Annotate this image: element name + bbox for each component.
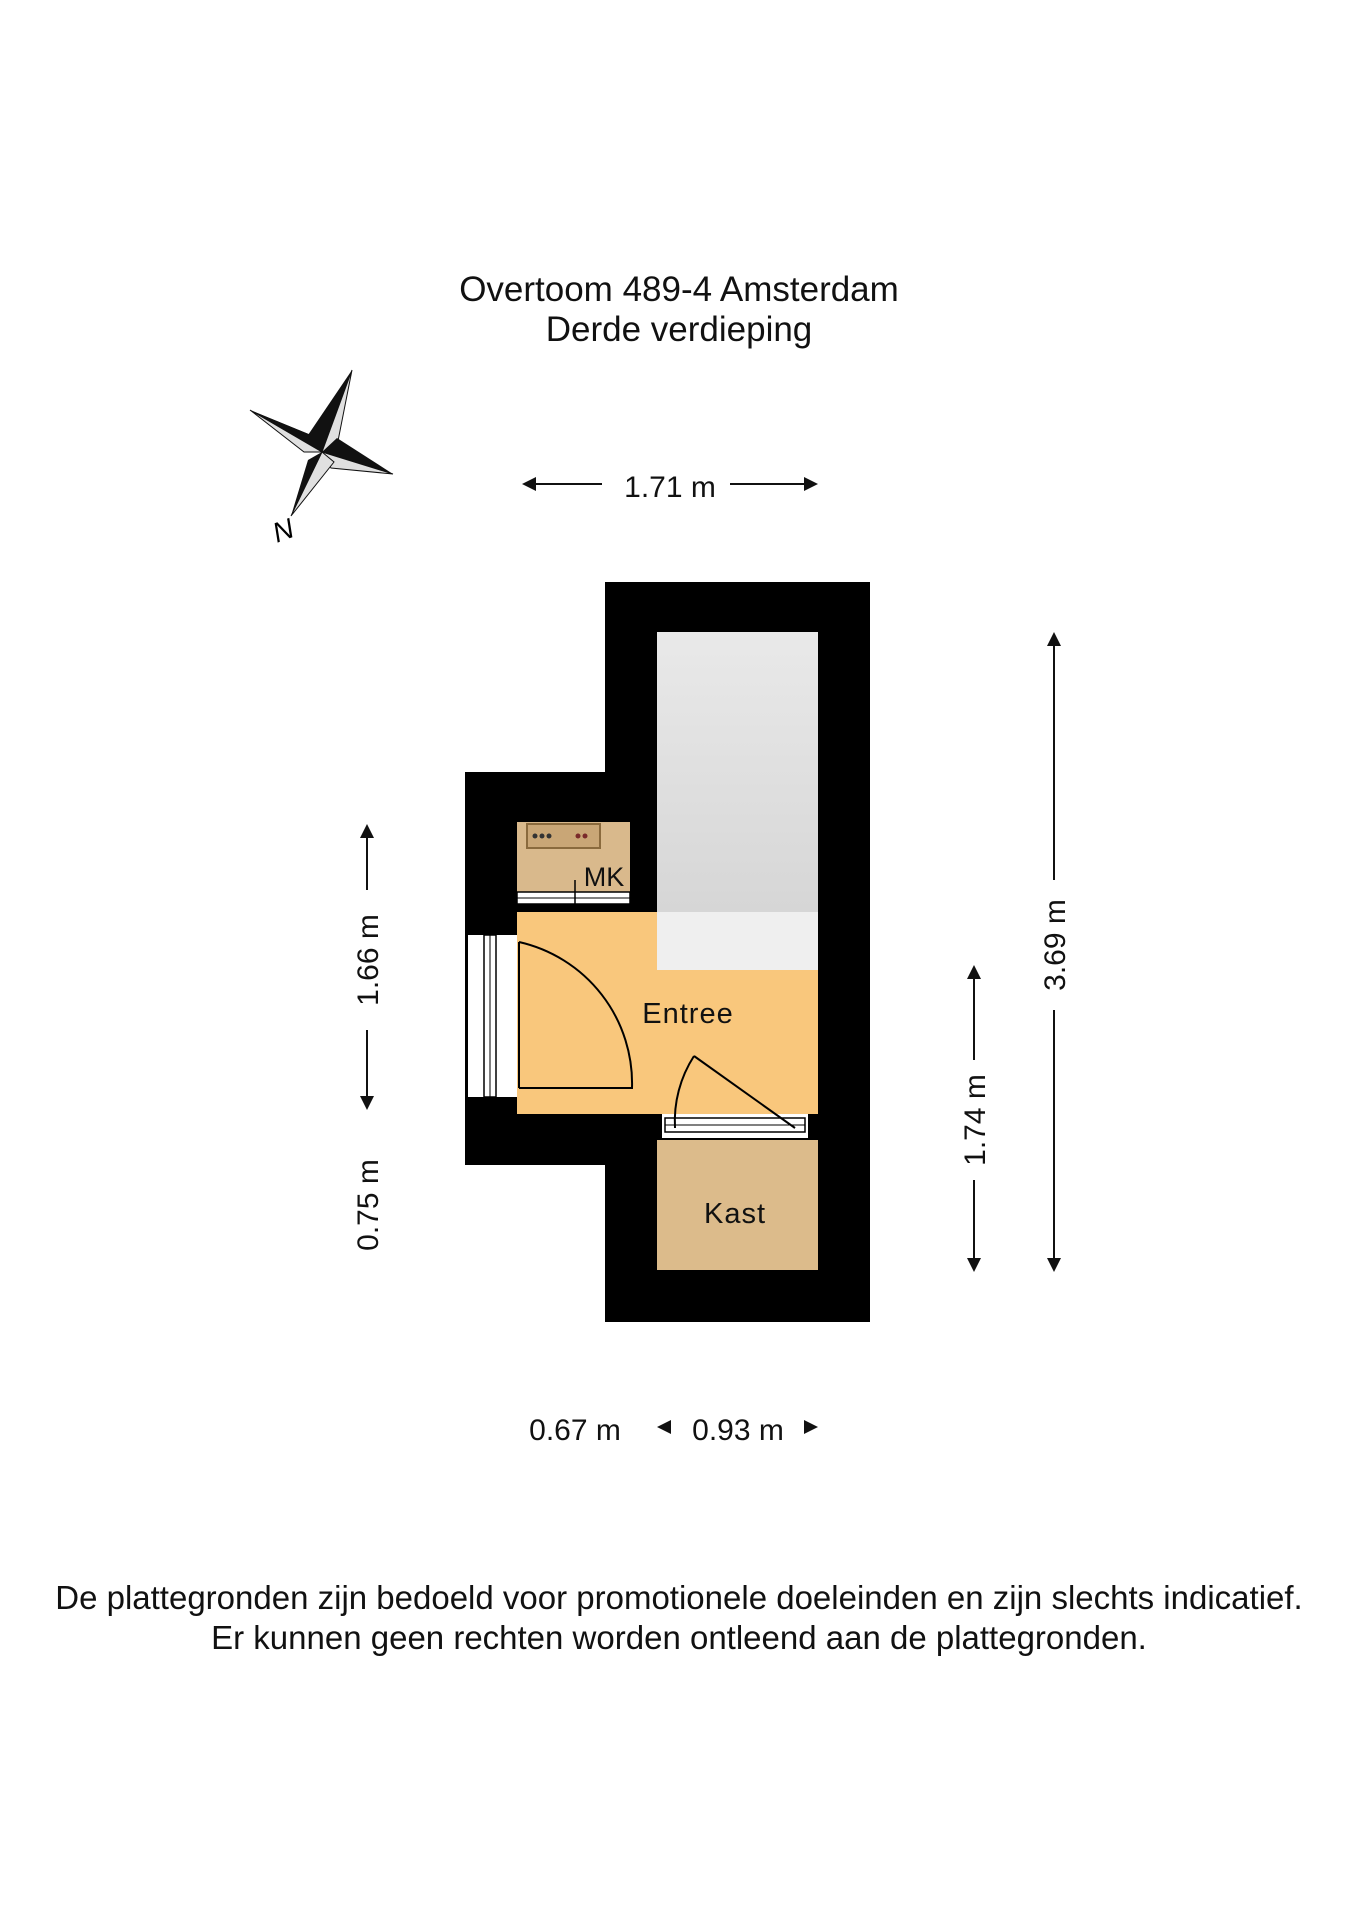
- stair: [657, 632, 818, 912]
- dim-left-lower-label: 0.75 m: [352, 1159, 385, 1251]
- dim-right-outer: [1047, 632, 1061, 1272]
- dim-bottom: [657, 1420, 818, 1434]
- dim-right-outer-label: 3.69 m: [1039, 899, 1072, 991]
- compass-north-label: N: [268, 512, 298, 548]
- dim-top-width-label: 1.71 m: [624, 471, 716, 504]
- disclaimer-line-2: Er kunnen geen rechten worden ontleend a…: [211, 1619, 1147, 1656]
- meter-box: [526, 823, 601, 849]
- stair-landing: [657, 912, 818, 970]
- dim-bottom-left-label: 0.67 m: [529, 1414, 621, 1447]
- kast-label: Kast: [704, 1198, 766, 1230]
- kast-room: [657, 1140, 818, 1270]
- address-title: Overtoom 489-4 Amsterdam: [459, 270, 899, 309]
- dim-right-inner-label: 1.74 m: [959, 1074, 992, 1166]
- disclaimer-line-1: De plattegronden zijn bedoeld voor promo…: [55, 1579, 1303, 1616]
- dim-top-width: [522, 477, 818, 491]
- entree-room: [517, 912, 818, 1114]
- mk-label: MK: [584, 862, 625, 892]
- entree-label: Entree: [642, 998, 733, 1030]
- dim-right-inner: [967, 965, 981, 1272]
- floor-subtitle: Derde verdieping: [545, 310, 813, 349]
- dim-bottom-right-label: 0.93 m: [692, 1414, 784, 1447]
- dim-left-upper: [360, 824, 374, 1110]
- compass-icon: N: [249, 369, 394, 548]
- dim-left-upper-label: 1.66 m: [352, 914, 385, 1006]
